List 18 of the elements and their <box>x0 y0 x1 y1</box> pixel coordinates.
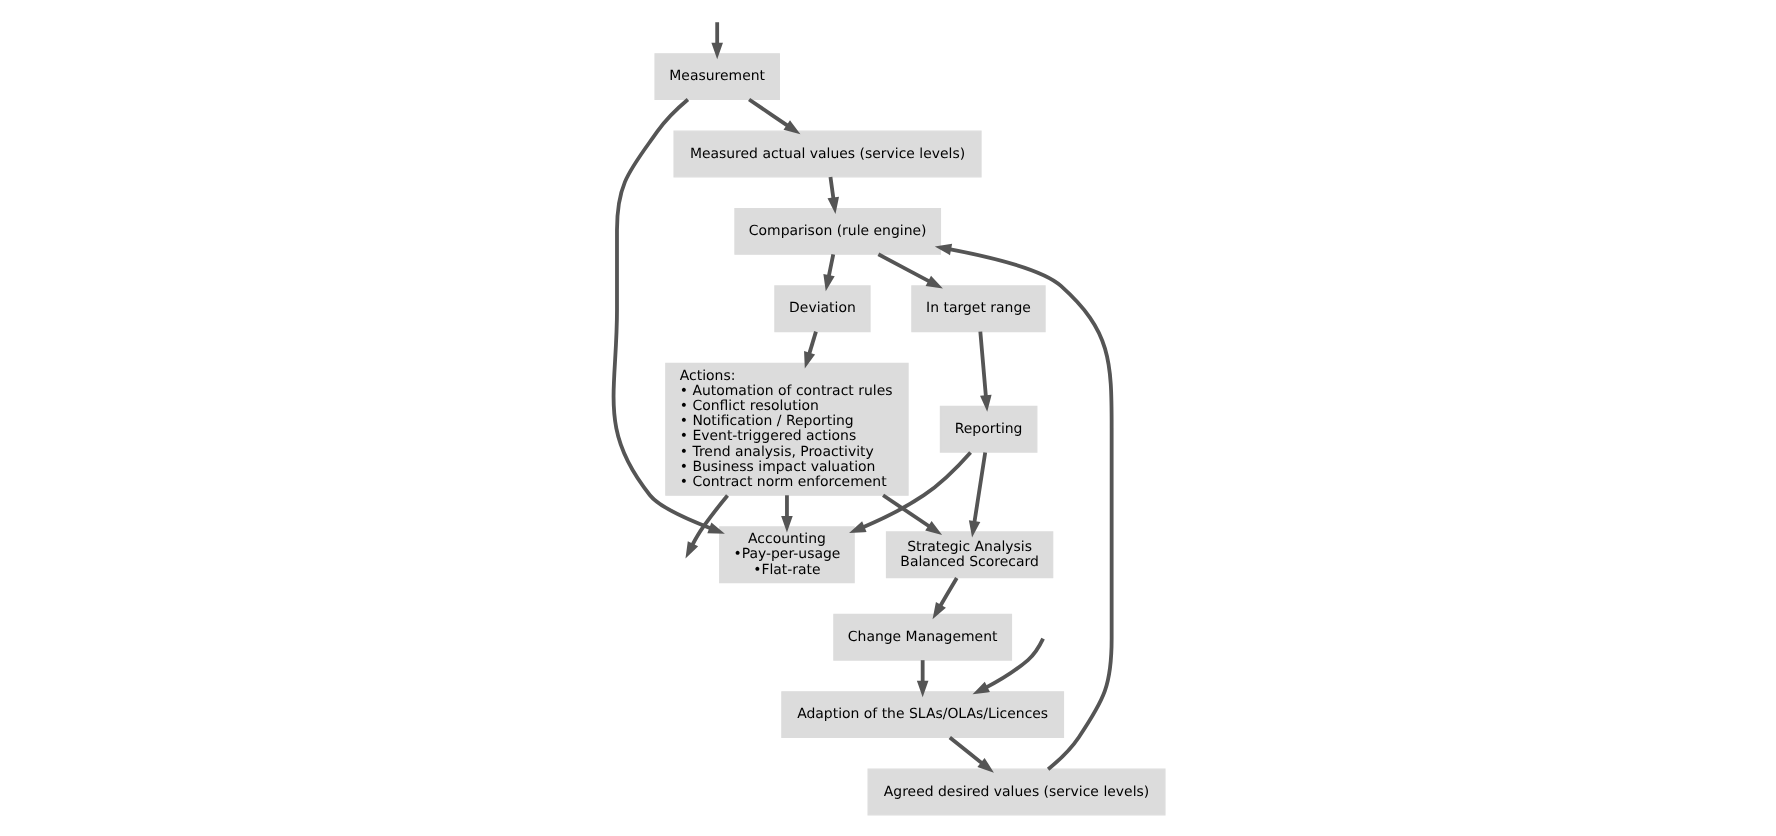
arrow <box>931 576 958 620</box>
arrow <box>826 176 838 214</box>
arrow <box>747 97 800 135</box>
arrow <box>933 243 1113 771</box>
arrow <box>876 252 942 289</box>
arrow <box>971 637 1044 695</box>
arrow <box>848 451 971 533</box>
arrow <box>967 452 987 538</box>
arrow <box>947 736 993 773</box>
arrow <box>803 331 817 369</box>
arrow <box>780 495 792 533</box>
arrow <box>684 494 728 559</box>
arrow <box>610 98 724 534</box>
arrow <box>977 331 991 412</box>
arrow <box>881 493 942 536</box>
arrow <box>710 22 722 60</box>
arrow <box>822 253 835 292</box>
arrow <box>915 660 928 698</box>
